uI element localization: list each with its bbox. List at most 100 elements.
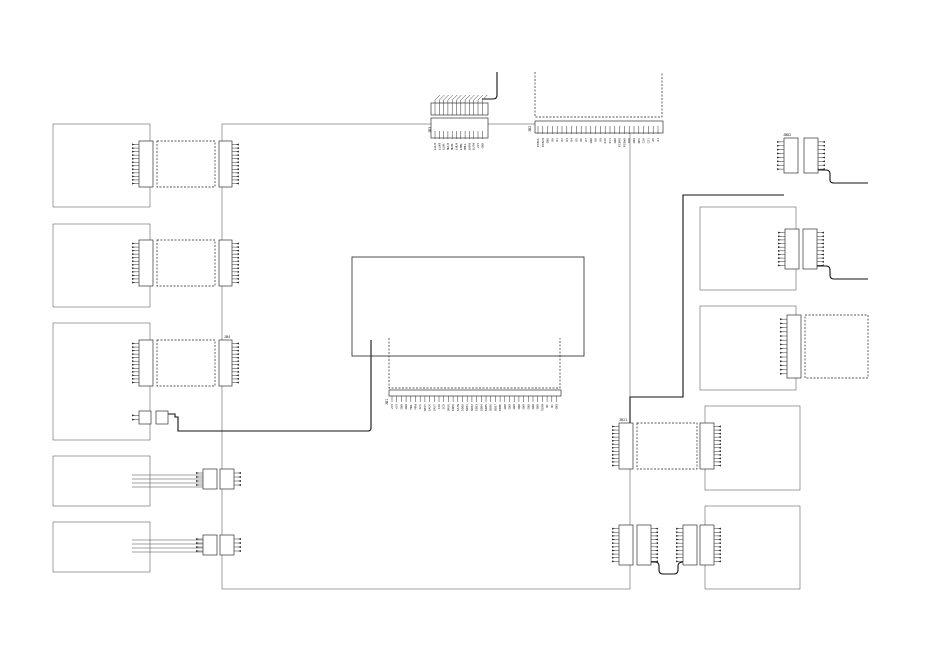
jb21-connector (618, 422, 634, 470)
pin-arrow (132, 363, 135, 366)
pin-arrow (780, 326, 783, 329)
pin-arrow (132, 178, 135, 181)
pin-arrow (676, 545, 679, 548)
jb2-signal-label: RES (637, 138, 641, 144)
pin-arrow (238, 542, 241, 544)
pin-arrow (676, 538, 679, 541)
jb2-signal-label: A1 (656, 138, 660, 142)
pin-arrow (780, 347, 783, 350)
pin-arrow (236, 367, 239, 370)
pin-arrow (718, 553, 721, 556)
pin-arrow (236, 260, 239, 263)
pin-arrow (238, 550, 241, 552)
pin-arrow (196, 550, 199, 552)
pin-arrow (655, 545, 658, 548)
pin-arrow (718, 450, 721, 453)
jb1-signal-label: GND (536, 404, 540, 410)
pin-arrow (238, 476, 241, 478)
jb3-wire-bend (473, 94, 479, 101)
jb3-wire-bend (456, 94, 462, 101)
pin-arrow (132, 154, 135, 157)
pin-arrow (676, 531, 679, 534)
left-unit-1 (52, 123, 151, 208)
jb2-signal-label: CS1 (646, 138, 650, 144)
pin-arrow (778, 235, 781, 238)
right-unit-a (699, 206, 797, 291)
pin-arrow (780, 318, 783, 321)
right-unit-b (699, 305, 797, 391)
pin-arrow (612, 556, 615, 559)
left-unit-3 (52, 322, 151, 441)
board-conn-left-1 (218, 140, 233, 188)
right-unit-c-connector (699, 422, 715, 470)
pin-arrow (718, 549, 721, 552)
jb3-wire-bend (439, 94, 445, 101)
pin-arrow (238, 472, 241, 474)
right-unit-a-mate (802, 228, 818, 270)
pin-arrow (236, 267, 239, 270)
pin-arrow (821, 260, 824, 263)
pin-arrow (132, 374, 135, 377)
pin-arrow (821, 264, 824, 267)
pin-arrow (821, 257, 824, 260)
jb1-signal-label: TERM (540, 404, 544, 411)
pin-arrow (236, 281, 239, 284)
jb1-signal-label: +5V (395, 404, 399, 410)
jb2-signal-label: PCBCL (536, 138, 540, 147)
pin-arrow (612, 429, 615, 432)
pin-arrow (612, 545, 615, 548)
jb1-signal-label: MRL (409, 404, 413, 410)
pin-arrow (822, 140, 825, 143)
pin-arrow (132, 242, 135, 245)
pin-arrow (132, 150, 135, 153)
left-cable-2 (156, 239, 216, 287)
jb2-signal-label: D9 (598, 138, 602, 142)
pin-arrow (655, 538, 658, 541)
right-d-mate-2 (682, 524, 698, 566)
jb3-wire-bend (482, 94, 488, 101)
pin-arrow (718, 425, 721, 428)
pin-arrow (780, 339, 783, 342)
pin-arrow (777, 164, 780, 167)
pin-arrow (780, 364, 783, 367)
pin-arrow (612, 432, 615, 435)
pin-arrow (132, 349, 135, 352)
jb3-wire-bend (443, 94, 449, 101)
pin-arrow (655, 531, 658, 534)
jb3-ref: JB3 (428, 127, 432, 133)
jb1-signal-label: SDB2 (470, 404, 474, 411)
right-unit-d (704, 505, 801, 590)
pin-arrow (132, 414, 135, 417)
pin-arrow (236, 356, 239, 359)
pin-arrow (612, 538, 615, 541)
jb1-signal-label: SRST (432, 404, 436, 411)
right-cable-c (636, 422, 698, 470)
pin-arrow (822, 160, 825, 163)
pin-arrow (612, 527, 615, 530)
jb3-signal-label: LHHL (459, 143, 463, 150)
jb4-ref: JB4 (224, 335, 230, 339)
pin-arrow (612, 453, 615, 456)
pin-arrow (238, 538, 241, 540)
pin-arrow (132, 342, 135, 345)
right-unit-b-cable (804, 314, 869, 379)
jb3-signal-label: LHLH (455, 143, 459, 150)
jb1-signal-label: GND (555, 404, 559, 410)
pin-arrow (236, 147, 239, 150)
pin-arrow (236, 168, 239, 171)
jb2-signal-label: D2 (560, 138, 564, 142)
jb3-signal-label: LLLH (433, 143, 437, 150)
pin-arrow (655, 553, 658, 556)
jb1-signal-label: GND (517, 404, 521, 410)
jb1-signal-label: NC (545, 404, 549, 408)
pin-arrow (236, 175, 239, 178)
pin-arrow (780, 330, 783, 333)
pin-arrow (778, 253, 781, 256)
pin-arrow (238, 484, 241, 486)
jb2-ref: JB2 (528, 126, 532, 132)
pin-arrow (132, 171, 135, 174)
pin-arrow (236, 157, 239, 160)
jb3-wire-bend (464, 94, 471, 101)
pin-arrow (132, 277, 135, 280)
